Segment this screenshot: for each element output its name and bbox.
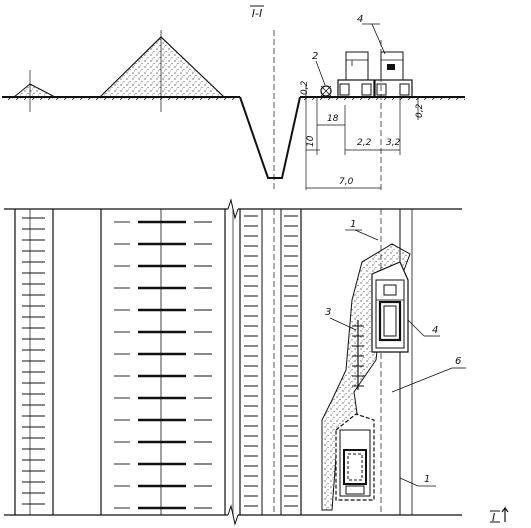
- callout-2: 2: [312, 51, 318, 62]
- dim-18: 18: [327, 114, 339, 124]
- section-title: I-I: [252, 7, 262, 20]
- cross-section: 4 2 0,2 18 10 2,2 3,2 0,2 7,0: [2, 14, 465, 190]
- pipelayer-machine-section-2: [374, 51, 413, 98]
- dim-7-0: 7,0: [339, 177, 354, 187]
- trench-profile: [239, 96, 301, 179]
- callout-4-top: 4: [357, 14, 363, 25]
- callout-4-plan: 4: [432, 325, 438, 336]
- dim-3-2: 3,2: [386, 138, 401, 148]
- callout-6: 6: [455, 356, 461, 367]
- spoil-ticks-left: [22, 217, 45, 505]
- large-spoil-pile: [98, 36, 226, 98]
- section-arrow-icon: [501, 506, 509, 522]
- spoil-ticks-main: [114, 220, 212, 510]
- plan-view: 1 3 4 6 1 I: [4, 198, 509, 526]
- dim-2-2: 2,2: [357, 138, 372, 148]
- callout-1-top: 1: [350, 219, 356, 230]
- pipelayer-machine-plan-2: [335, 413, 375, 501]
- dim-0-2-left: 0,2: [300, 80, 310, 95]
- section-marker: I: [492, 511, 495, 524]
- dim-0-2-right: 0,2: [415, 103, 425, 118]
- pipelayer-machine-plan-1: [371, 261, 409, 353]
- pipe-string: [352, 320, 364, 390]
- ground-hatch-left: [2, 97, 240, 100]
- callout-1-bottom: 1: [424, 474, 430, 485]
- small-spoil-pile: [12, 83, 56, 98]
- dim-10: 10: [306, 135, 316, 147]
- pipe-section: [320, 85, 332, 97]
- ground-hatch-right: [300, 97, 465, 100]
- callout-3: 3: [325, 307, 331, 318]
- pipelayer-machine-section: [337, 51, 375, 98]
- trench-ticks: [244, 215, 298, 507]
